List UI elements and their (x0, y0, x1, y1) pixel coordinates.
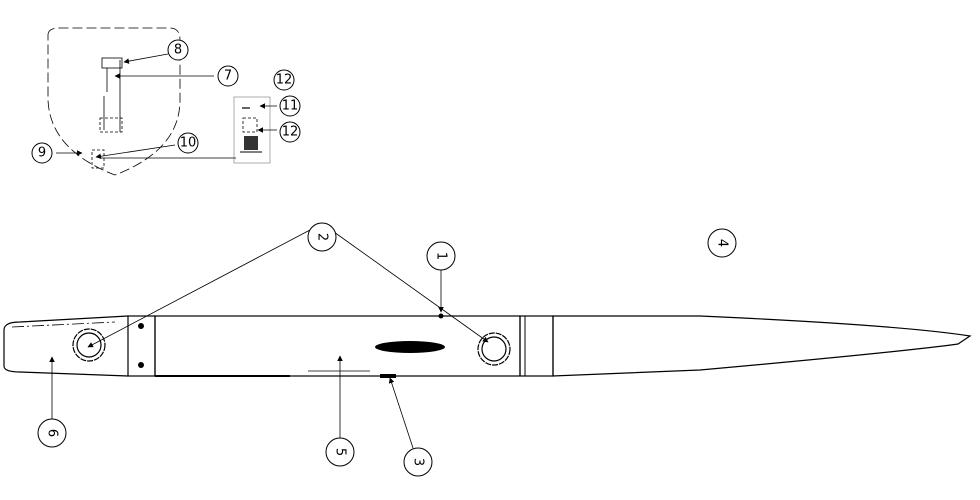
svg-text:12: 12 (276, 73, 293, 88)
callout-11: 11 (279, 95, 301, 117)
svg-text:3: 3 (411, 458, 426, 466)
shield-outline (47, 27, 181, 176)
callout-12-top: 12 (273, 69, 295, 91)
svg-text:1: 1 (434, 252, 449, 260)
port-left (72, 328, 106, 362)
svg-text:10: 10 (180, 136, 197, 151)
callout-8: 8 (167, 39, 189, 61)
svg-text:8: 8 (174, 43, 182, 58)
inset-cross-section: 8 7 12 11 12 9 10 (31, 27, 301, 176)
callout-6: 6 (37, 418, 67, 448)
tail-section (552, 315, 972, 377)
callout-5: 5 (325, 437, 355, 467)
svg-text:2: 2 (315, 233, 330, 241)
slot (375, 341, 445, 353)
svg-text:7: 7 (224, 69, 232, 84)
inner-bracket (99, 57, 123, 133)
svg-text:12: 12 (282, 125, 299, 140)
callout-3: 3 (403, 447, 433, 477)
callout-4: 4 (707, 228, 737, 258)
callout-7: 7 (217, 65, 239, 87)
center-section (154, 315, 521, 377)
side-view: 1 2 3 4 5 6 (3, 222, 972, 477)
svg-text:5: 5 (333, 448, 348, 456)
detail-part (240, 107, 262, 153)
svg-text:9: 9 (38, 146, 46, 161)
callout-9: 9 (31, 142, 53, 164)
nose-section (3, 315, 129, 377)
svg-text:11: 11 (282, 99, 299, 114)
port-right (477, 332, 511, 366)
callout-12: 12 (279, 121, 301, 143)
svg-text:6: 6 (45, 429, 60, 437)
callout-1: 1 (426, 241, 456, 271)
fitting-detail (91, 149, 105, 169)
callout-2: 2 (307, 222, 337, 252)
svg-text:4: 4 (715, 239, 730, 247)
callout-10: 10 (177, 132, 199, 154)
